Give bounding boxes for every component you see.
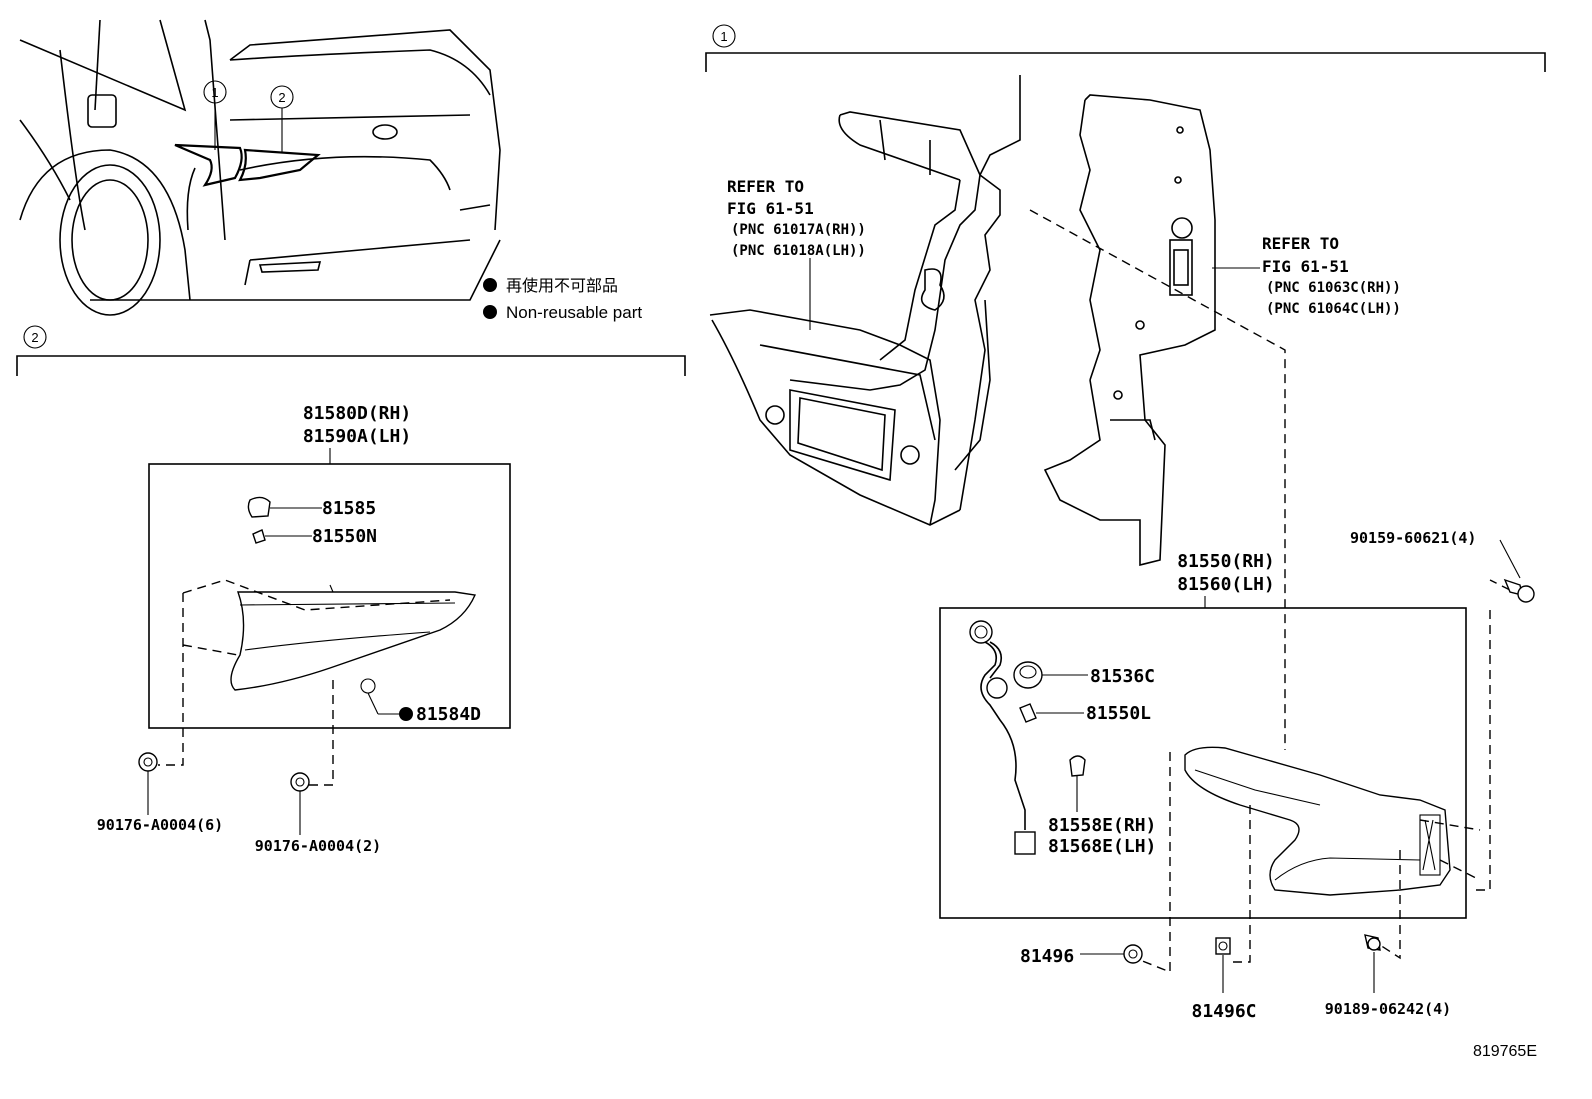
socket-81585-icon [247, 496, 271, 518]
nut-81496C-icon [1215, 937, 1231, 955]
label-81550N: 81550N [312, 526, 377, 547]
label-81550: 81550(RH) [1177, 551, 1275, 572]
refer-left-line3: (PNC 61017A(RH)) [731, 222, 866, 238]
label-81496: 81496 [1020, 946, 1074, 967]
label-81558E: 81558E(RH) [1048, 815, 1156, 836]
bulb-81550N-icon [252, 529, 266, 544]
section-2: 2 81580D(RH) 81590A(LH) 81585 81550N 815… [16, 325, 686, 855]
refer-left-line1: REFER TO [727, 177, 804, 196]
bolt-90159-icon [1503, 578, 1535, 603]
label-81560: 81560(LH) [1177, 574, 1275, 595]
figure-id: 819765E [1473, 1043, 1537, 1060]
section-1-callout: 1 [720, 29, 727, 44]
label-81550L: 81550L [1086, 703, 1151, 724]
label-90176-A0004-6: 90176-A0004(6) [97, 816, 223, 834]
wire-harness-81558E [969, 620, 1036, 855]
non-reusable-dot-icon [483, 305, 497, 319]
section-2-callout: 2 [31, 330, 38, 345]
refer-right-line4: (PNC 61064C(LH)) [1266, 301, 1401, 317]
refer-right-line1: REFER TO [1262, 234, 1339, 253]
legend-jp-text: 再使用不可部品 [506, 277, 618, 295]
label-81496C: 81496C [1191, 1001, 1256, 1022]
bulb-81558E-icon [1069, 755, 1086, 777]
label-81536C: 81536C [1090, 666, 1155, 687]
section-1: 1 REFER TO FIG 61-51 (PNC 61017A(RH)) (P… [705, 24, 1546, 1022]
legend-en-text: Non-reusable part [506, 303, 642, 322]
refer-right-line2: FIG 61-51 [1262, 257, 1349, 276]
label-81585: 81585 [322, 498, 376, 519]
refer-right-line3: (PNC 61063C(RH)) [1266, 280, 1401, 296]
label-90176-A0004-2: 90176-A0004(2) [255, 837, 381, 855]
bulb-81550L-icon [1019, 703, 1037, 723]
vehicle-callout-2: 2 [278, 90, 285, 105]
rear-combination-lamp-outer [1184, 746, 1451, 896]
label-90159-60621: 90159-60621(4) [1350, 529, 1476, 547]
screw-90176-b-icon [290, 772, 310, 792]
label-81568E: 81568E(LH) [1048, 836, 1156, 857]
label-81584D: 81584D [416, 704, 481, 725]
grommet-81536C-icon [1013, 661, 1043, 689]
vehicle-callout-1: 1 [211, 85, 218, 100]
label-81590A: 81590A(LH) [303, 426, 411, 447]
non-reusable-dot-icon [399, 707, 413, 721]
legend: 再使用不可部品 Non-reusable part [483, 277, 642, 322]
rear-combination-lamp-inner [158, 579, 477, 786]
screw-90176-a-icon [138, 752, 158, 772]
clip-81584D-icon [360, 678, 376, 694]
assembly-81580D-box [148, 463, 511, 729]
label-90189-06242: 90189-06242(4) [1325, 1000, 1451, 1018]
non-reusable-dot-icon [483, 278, 497, 292]
label-81580D: 81580D(RH) [303, 403, 411, 424]
nut-81496-icon [1123, 944, 1143, 964]
vehicle-rear-illustration: 1 2 [19, 19, 501, 316]
assembly-81550-box [939, 607, 1467, 919]
bolt-90189-icon [1364, 934, 1381, 951]
refer-left-line2: FIG 61-51 [727, 199, 814, 218]
refer-left-line4: (PNC 61018A(LH)) [731, 243, 866, 259]
quarter-panel-left [709, 75, 1021, 526]
quarter-panel-right [1043, 94, 1216, 567]
